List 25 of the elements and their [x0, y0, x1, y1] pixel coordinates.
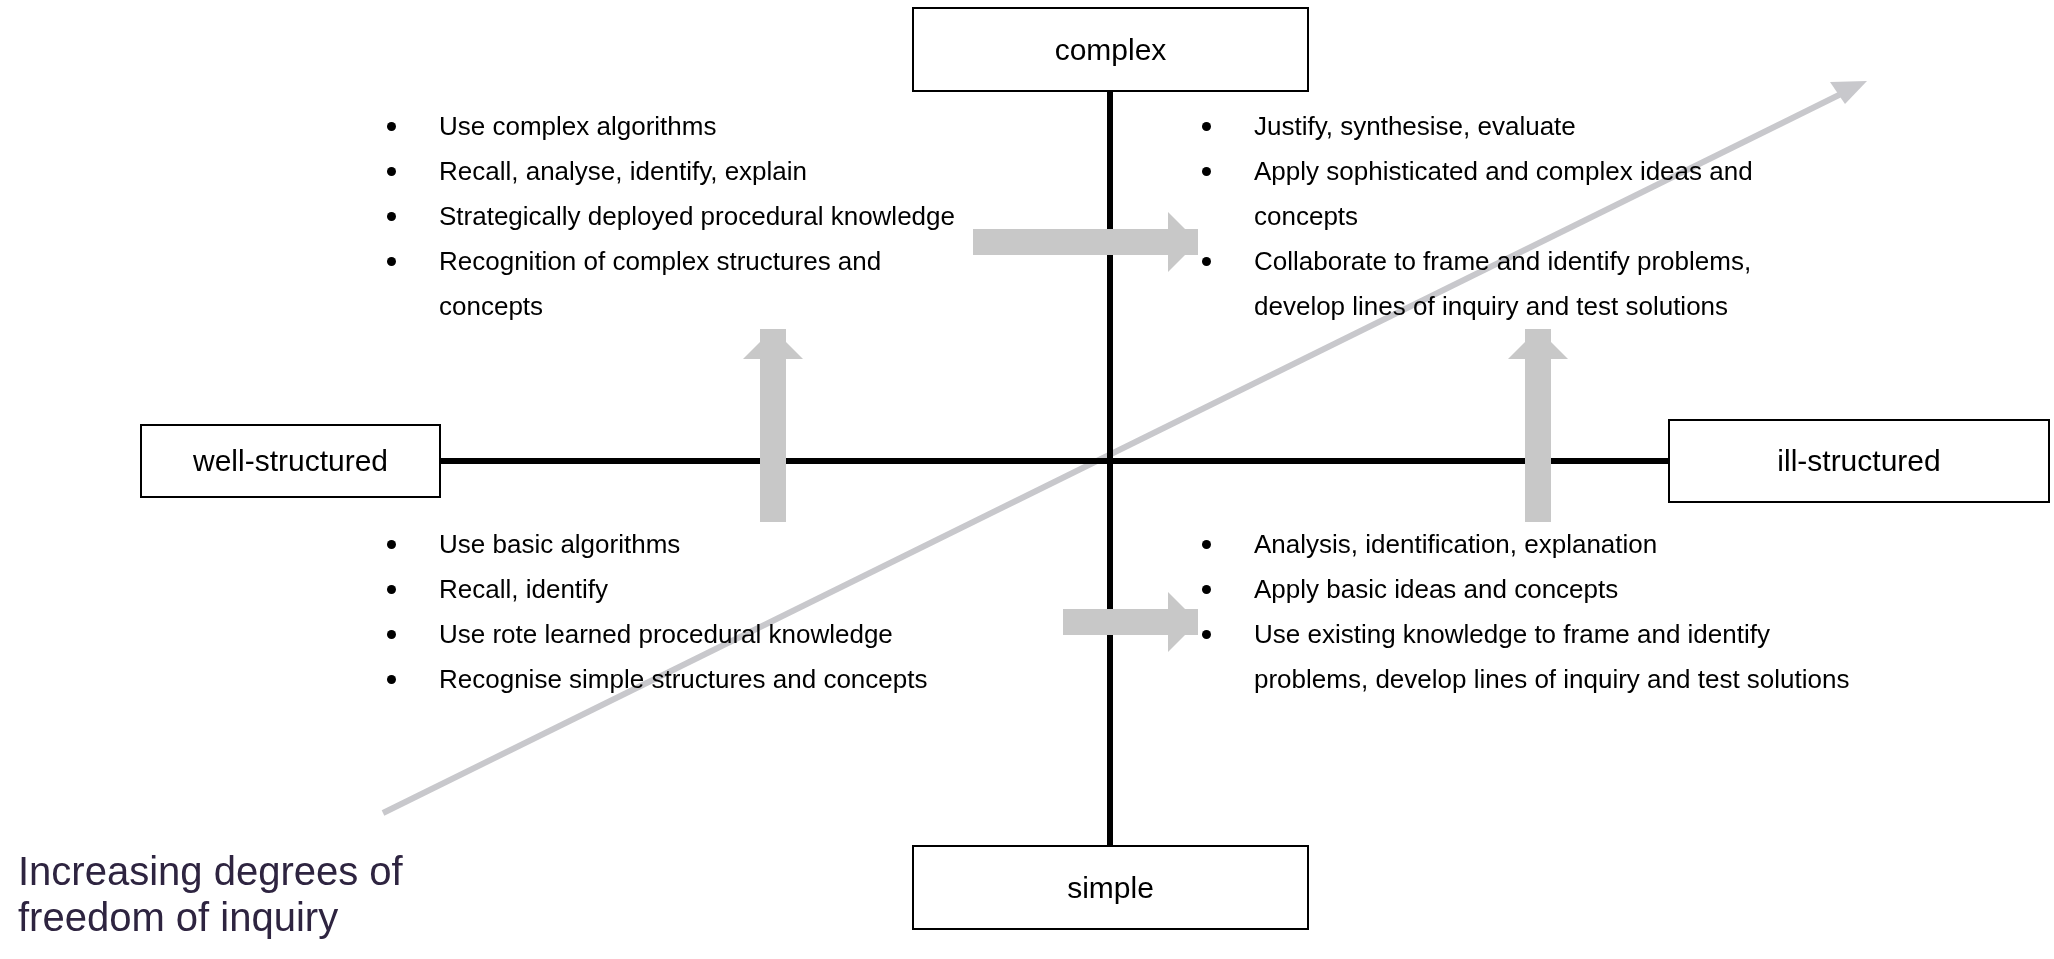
bullet-item: Analysis, identification, explanation	[1198, 522, 1888, 567]
bullet-item: Apply basic ideas and concepts	[1198, 567, 1888, 612]
caption-text: Increasing degrees of freedom of inquiry	[18, 848, 404, 940]
axis-label-box: complex	[912, 7, 1309, 92]
bullet-item: Use rote learned procedural knowledge	[383, 612, 1063, 657]
bullet-item: Recognition of complex structures and concepts	[383, 239, 973, 329]
bullet-item: Recall, analyse, identify, explain	[383, 149, 973, 194]
block-arrow	[1063, 592, 1198, 652]
block-arrow	[743, 329, 803, 522]
bullet-item: Strategically deployed procedural knowledge	[383, 194, 973, 239]
bullet-item: Apply sophisticated and complex ideas and concepts	[1198, 149, 1798, 239]
bullet-item: Recognise simple structures and concepts	[383, 657, 1063, 702]
block-arrow	[973, 212, 1198, 272]
axis-label-box: ill-structured	[1668, 419, 2050, 503]
bullet-item: Collaborate to frame and identify problems, develop lines of inquiry and test solutions	[1198, 239, 1798, 329]
bullet-item: Use existing knowledge to frame and identify problems, develop lines of inquiry and test solutions	[1198, 612, 1888, 702]
axis-label-box: well-structured	[140, 424, 441, 498]
block-arrow	[1508, 329, 1568, 522]
axis-line	[1107, 92, 1113, 845]
bullet-item: Justify, synthesise, evaluate	[1198, 104, 1798, 149]
axis-line	[441, 458, 1668, 464]
axis-label-box: simple	[912, 845, 1309, 930]
bullet-item: Recall, identify	[383, 567, 1063, 612]
bullet-item: Use basic algorithms	[383, 522, 1063, 567]
bullet-item: Use complex algorithms	[383, 104, 973, 149]
